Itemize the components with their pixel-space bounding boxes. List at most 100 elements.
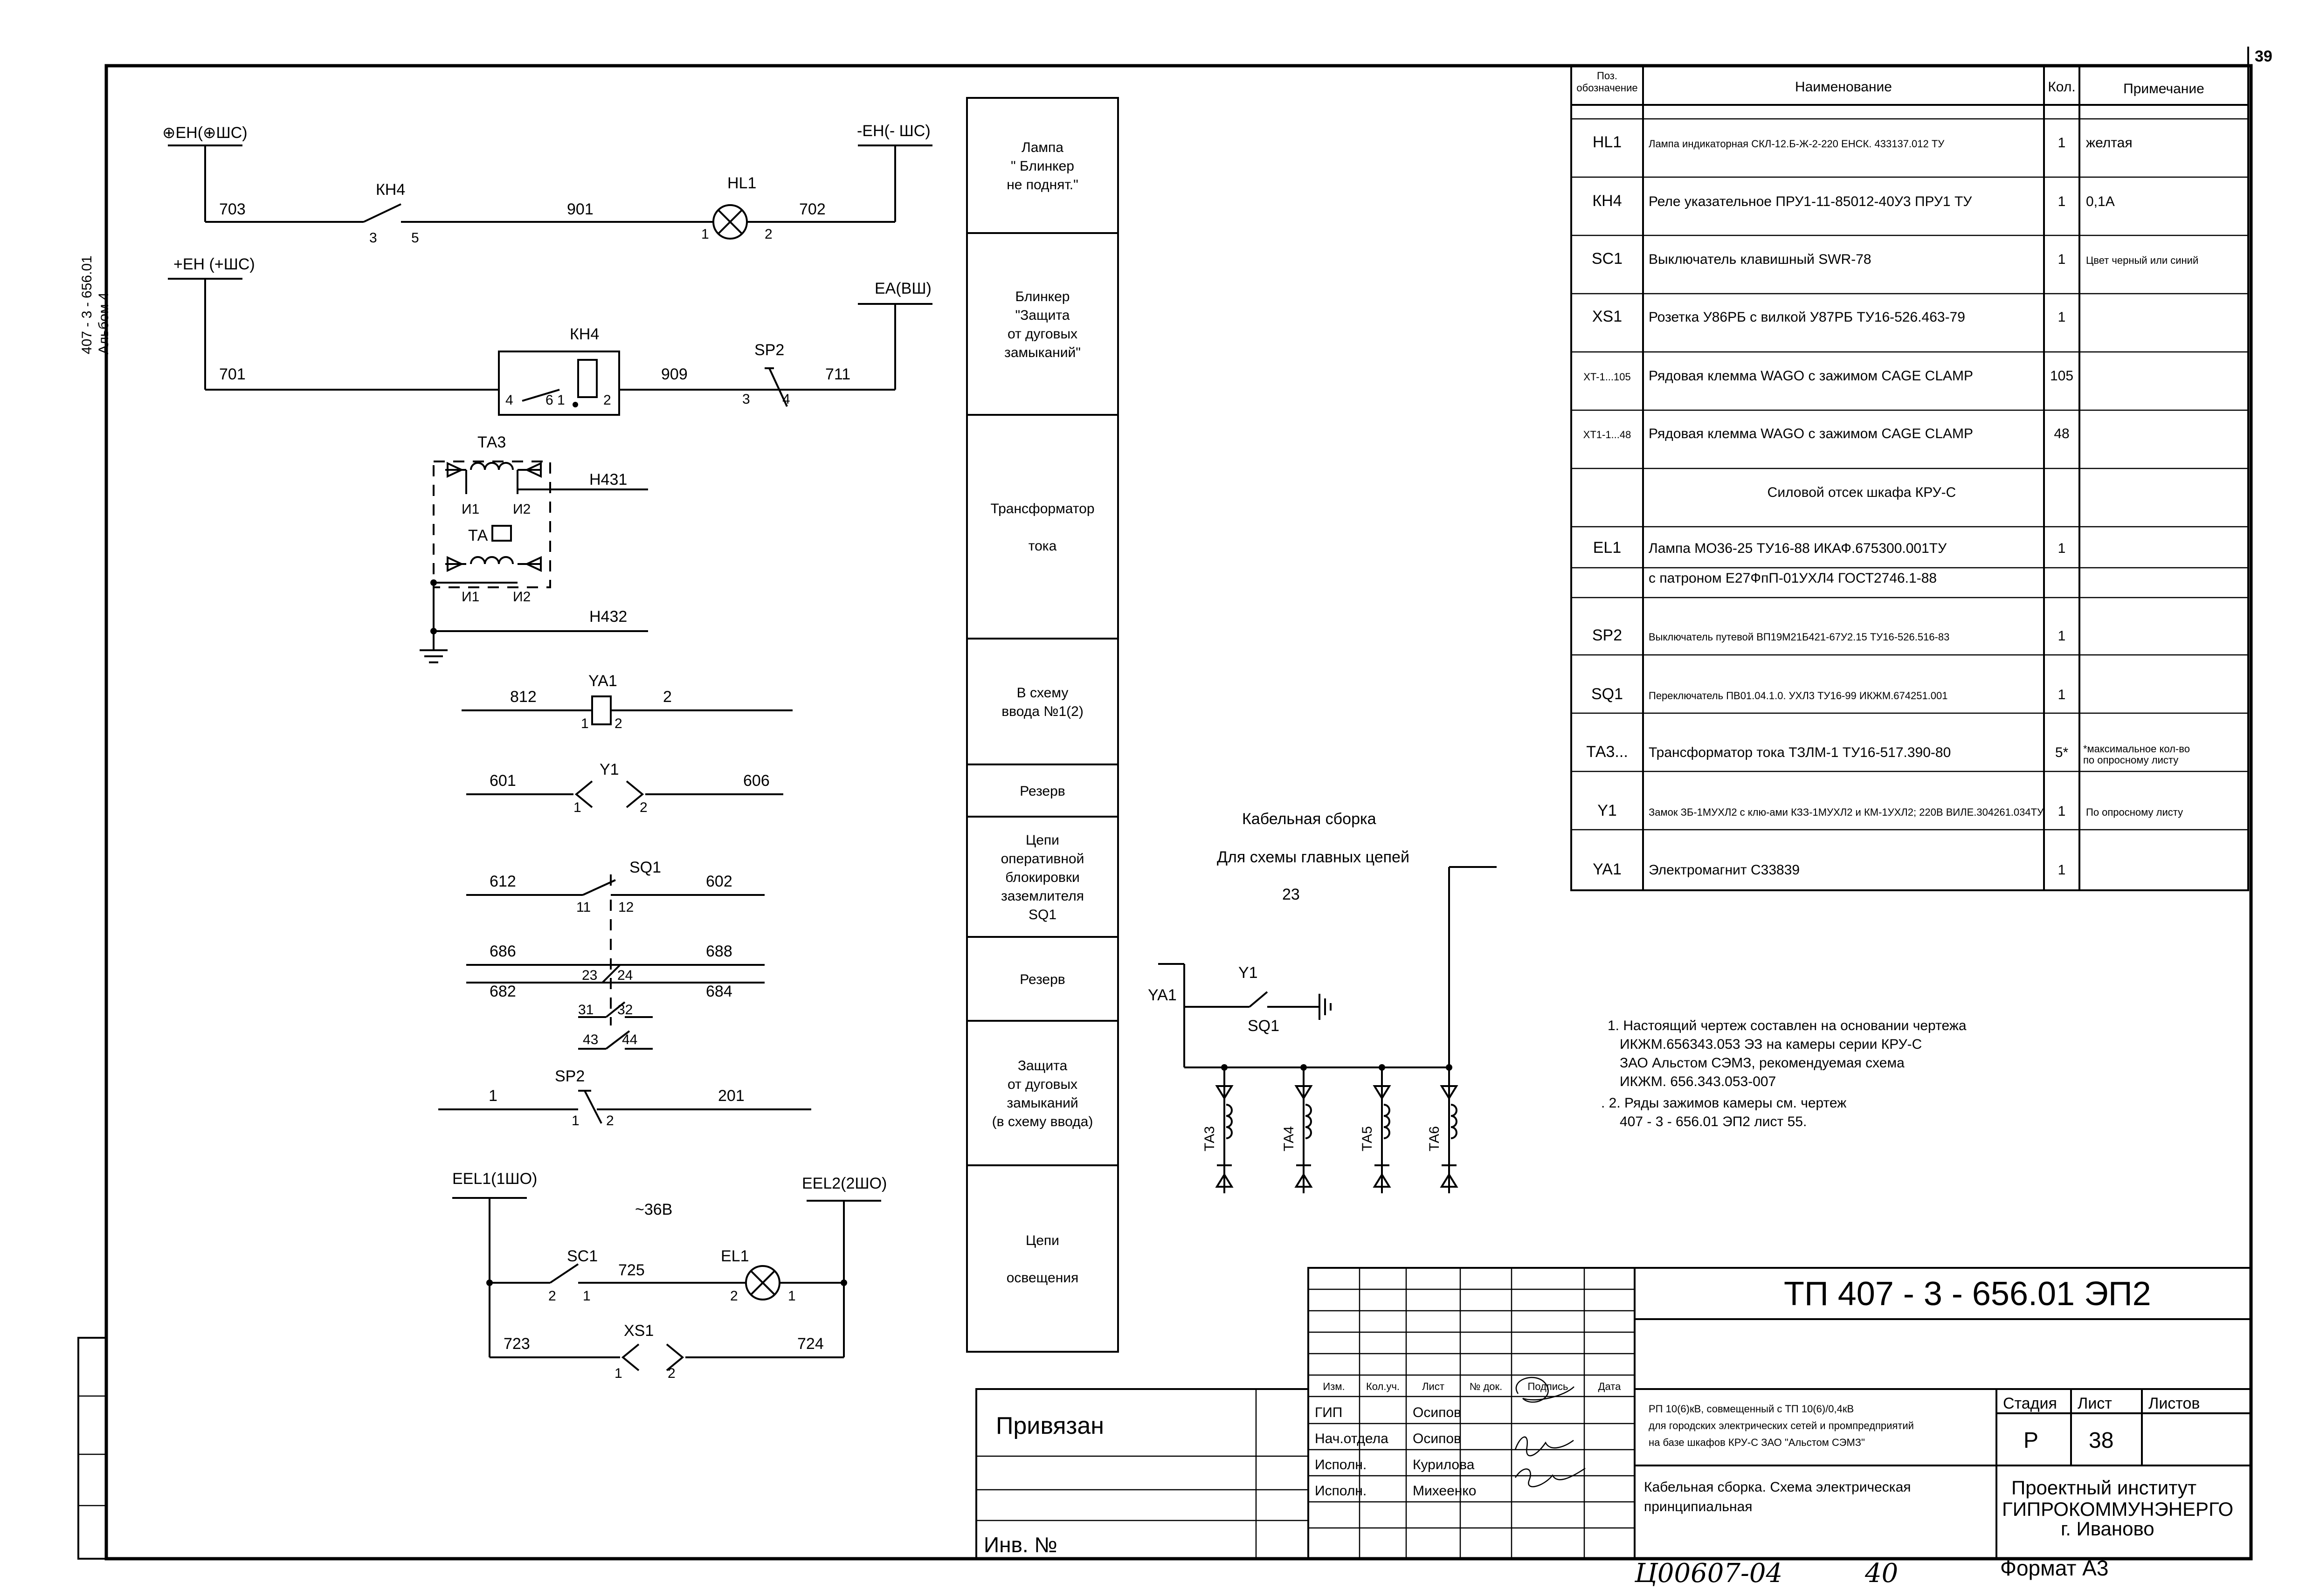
function-cell-line: Трансформатор (990, 501, 1094, 516)
bom-cell-name: с патроном Е27ФпП-01УХЛ4 ГОСТ2746.1-88 (1649, 571, 1937, 586)
bom-cell-note: 0,1А (2086, 194, 2115, 209)
wire-2: 2 (663, 688, 672, 706)
function-cell-line: ввода №1(2) (1001, 704, 1084, 719)
bom-cell-pos: EL1 (1593, 539, 1622, 557)
handwritten-num: 40 (1864, 1558, 1898, 1589)
el1-pin-2: 2 (730, 1288, 738, 1304)
sheet-desc-2: принципиальная (1644, 1499, 1753, 1514)
bom-cell-pos: XS1 (1592, 308, 1622, 325)
wire-724: 724 (797, 1335, 824, 1353)
bom-cell-note: по опросному листу (2083, 754, 2178, 766)
cable-sq1-label: SQ1 (1248, 1017, 1279, 1035)
bom-cell-pos: SQ1 (1591, 685, 1623, 703)
ya1-pin-2: 2 (614, 716, 622, 731)
note-line-1: 1. Настоящий чертеж составлен на основан… (1608, 1018, 1967, 1033)
wire-812: 812 (510, 688, 537, 706)
wire-688: 688 (706, 942, 732, 960)
bom-cell-name: Рядовая клемма WAGO с зажимом CAGE CLAMP (1649, 368, 1973, 384)
y1-pin-2: 2 (640, 800, 648, 815)
hl1-label: HL1 (727, 174, 756, 192)
notes-block: 1. Настоящий чертеж составлен на основан… (1601, 1018, 1967, 1129)
ct-label: ТА6 (1427, 1126, 1442, 1151)
bus-eh-plus-2: +ЕН (+ШС) (173, 255, 255, 273)
ta-terminal-i2: И2 (513, 589, 531, 605)
note-line-4: ИКЖМ. 656.343.053-007 (1620, 1074, 1776, 1089)
sc1-pin-1: 1 (583, 1288, 591, 1304)
bom-cell-qty: 1 (2058, 628, 2066, 644)
hl1-pin-2: 2 (765, 227, 773, 242)
cable-assembly-subtitle: Для схемы главных цепей (1217, 848, 1409, 866)
bound-label: Привязан (996, 1412, 1104, 1439)
wire-901: 901 (567, 200, 594, 218)
title-col-header: № док. (1470, 1381, 1503, 1392)
wire-1: 1 (489, 1087, 497, 1105)
function-cell-line: заземлителя (1001, 888, 1084, 904)
sp2-pin-3: 3 (742, 392, 750, 407)
ground-icon (1319, 994, 1332, 1020)
title-col-header: Изм. (1323, 1381, 1345, 1392)
ct-label: ТА3 (1202, 1126, 1217, 1151)
ta3-terminal-i1: И1 (462, 502, 479, 517)
bus-eel2: EEL2(2ШО) (802, 1175, 887, 1192)
side-note-line-1: 407 - 3 - 656.01 (79, 255, 95, 354)
bom-cell-note: *максимальное кол-во (2083, 743, 2190, 755)
bom-cell-qty: 1 (2058, 252, 2066, 267)
bom-cell-name: Силовой отсек шкафа КРУ-С (1768, 485, 1956, 500)
bom-cell-qty: 48 (2054, 426, 2069, 441)
hl1-pin-1: 1 (701, 227, 709, 242)
title-role: Исполн. (1315, 1483, 1367, 1499)
sheets-label: Листов (2148, 1395, 2200, 1412)
title-name: Курилова (1413, 1457, 1475, 1472)
ya1-label: YA1 (588, 672, 617, 690)
bom-cell-pos: SC1 (1592, 250, 1623, 268)
bom-cell-name: Лампа индикаторная СКЛ-12.Б-Ж-2-220 ЕНСК… (1649, 138, 1945, 150)
page-corner-mark: 39 (2255, 48, 2272, 65)
function-cell-line: Резерв (1020, 784, 1065, 799)
wire-201: 201 (718, 1087, 745, 1105)
function-cell-line: " Блинкер (1011, 158, 1074, 174)
bom-cell-name: Реле указательное ПРУ1-11-85012-40У3 ПРУ… (1649, 194, 1972, 209)
sq1-label: SQ1 (629, 859, 661, 876)
bom-cell-qty: 1 (2058, 862, 2066, 878)
project-desc-1: РП 10(6)кВ, совмещенный с ТП 10(6)/0,4кВ (1649, 1403, 1854, 1415)
function-cell-line: Защита (1018, 1058, 1068, 1073)
bom-cell-note: По опросному листу (2086, 806, 2183, 818)
bom-cell-pos: XT1-1...48 (1583, 429, 1631, 440)
org-line-1: Проектный институт (2011, 1477, 2196, 1499)
wire-h432: Н432 (589, 608, 627, 626)
bus-eh-minus-shc: -ЕН(- ШС) (857, 122, 931, 140)
current-transformer-group: ТА3 И1 И2 Н431 ТА И1 И2 (420, 433, 648, 663)
bom-row: ТА3...Трансформатор тока ТЗЛМ-1 ТУ16-517… (1586, 743, 2190, 766)
sp2-pin-4: 4 (782, 392, 790, 407)
bom-cell-qty: 1 (2058, 135, 2066, 151)
bom-cell-pos: YA1 (1593, 860, 1622, 878)
sq1-pin-44: 44 (622, 1032, 637, 1047)
org-line-2: ГИПРОКОММУНЭНЕРГО (2002, 1498, 2233, 1520)
xs1-label: XS1 (624, 1322, 654, 1340)
kh4-pin-3: 3 (369, 230, 377, 246)
function-cell-line: (в схему ввода) (992, 1114, 1093, 1129)
project-desc-2: для городских электрических сетей и пром… (1649, 1420, 1914, 1431)
handwritten-code: Ц00607-04 (1634, 1558, 1782, 1589)
function-cell-line: Резерв (1020, 972, 1065, 987)
ta3-label: ТА3 (477, 433, 506, 451)
title-col-header: Лист (1422, 1381, 1444, 1392)
note-line-2: ИКЖМ.656343.053 ЭЗ на камеры серии КРУ-С (1620, 1037, 1922, 1052)
kh4-relay-pin-4: 4 (505, 392, 513, 408)
ct-label: ТА4 (1281, 1126, 1297, 1151)
note-line-5: . 2. Ряды зажимов камеры см. чертеж (1601, 1095, 1846, 1111)
project-desc-3: на базе шкафов КРУ-С ЗАО "Альстом СЭМЗ" (1649, 1437, 1865, 1448)
title-name: Осипов (1413, 1405, 1461, 1420)
signature-osipov (1515, 1376, 1574, 1403)
function-cell-line: замыканий" (1004, 345, 1081, 360)
